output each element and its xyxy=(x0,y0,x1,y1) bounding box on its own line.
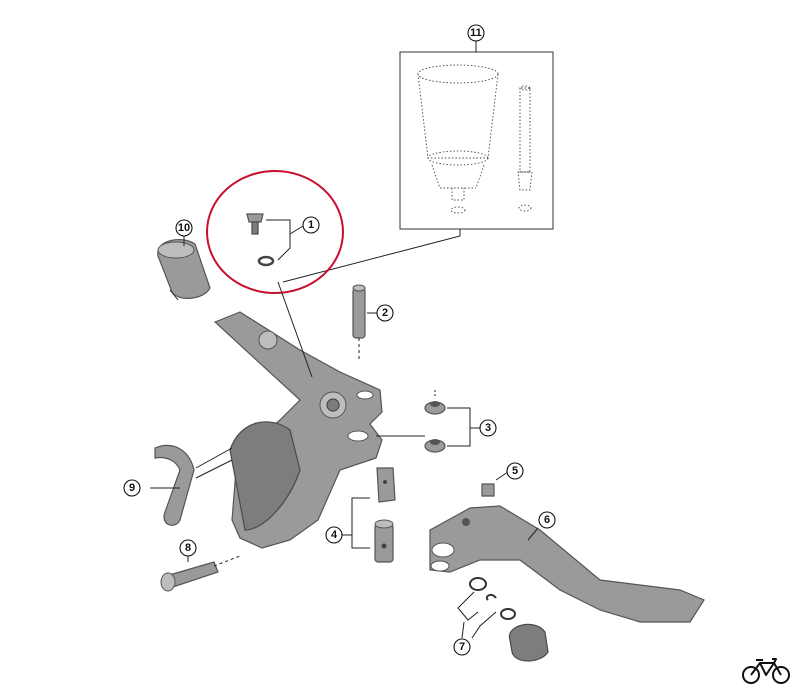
callout-8: 8 xyxy=(179,539,197,557)
part-11-inset-box xyxy=(282,51,554,283)
part-5-set-screw xyxy=(481,471,509,497)
callout-1: 1 xyxy=(302,216,320,234)
lever-body xyxy=(213,281,383,549)
part-3-bushings xyxy=(376,390,480,453)
callout-5: 5 xyxy=(506,462,524,480)
callout-11: 11 xyxy=(467,24,485,52)
callout-7: 7 xyxy=(453,638,471,656)
callout-3-label: 3 xyxy=(485,422,491,434)
callout-10-label: 10 xyxy=(178,222,190,234)
part-2-pin xyxy=(352,284,378,360)
callout-2-label: 2 xyxy=(382,307,388,319)
part-6-lever-blade xyxy=(429,505,705,623)
part-4-pivot-parts xyxy=(342,467,396,563)
part-7-reach-adjuster xyxy=(457,577,549,662)
callout-6: 6 xyxy=(538,511,556,529)
part-10-clamp-sleeve xyxy=(157,236,211,301)
callout-5-label: 5 xyxy=(512,465,518,477)
callout-4-label: 4 xyxy=(331,529,338,541)
highlight-circle xyxy=(206,170,344,294)
part-1-bleed-screw xyxy=(246,213,304,267)
callout-7-label: 7 xyxy=(459,641,465,653)
callout-1-label: 1 xyxy=(308,219,314,231)
bicycle-icon xyxy=(742,658,790,684)
callout-9-label: 9 xyxy=(129,482,135,494)
funnel-plug xyxy=(517,85,533,212)
callout-6-label: 6 xyxy=(544,514,550,526)
part-9-shim xyxy=(150,444,233,526)
callout-8-label: 8 xyxy=(185,542,191,554)
callout-4: 4 xyxy=(325,526,343,544)
leader-11-to-1 xyxy=(282,229,461,283)
callout-11-label: 11 xyxy=(470,27,482,39)
callout-2: 2 xyxy=(376,304,394,322)
callout-9: 9 xyxy=(123,479,141,497)
callout-10: 10 xyxy=(175,219,193,237)
part-8-clamp-bolt xyxy=(160,555,241,592)
callout-3: 3 xyxy=(479,419,497,437)
funnel-cup xyxy=(417,64,499,214)
